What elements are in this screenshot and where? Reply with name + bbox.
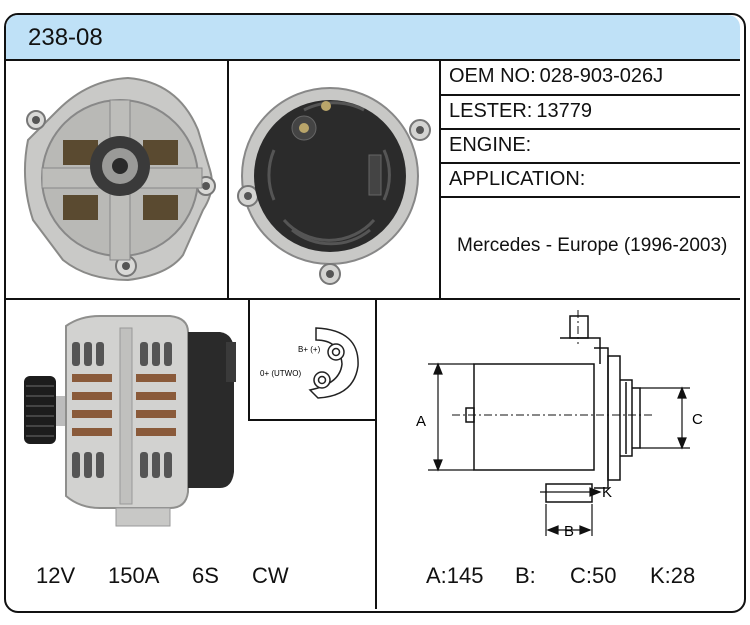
- spec-pulley: 6S: [192, 563, 219, 588]
- dimension-c-value: C:50: [570, 563, 617, 588]
- lester-value: 13779: [536, 100, 592, 122]
- divider-h-mid: [6, 298, 740, 300]
- title-bar: 238-08: [6, 15, 740, 61]
- connector-diagram-box: [248, 298, 375, 421]
- alternator-rear-image: [237, 87, 431, 285]
- dimension-b-label: B: [564, 523, 574, 540]
- dimension-k-value: K:28: [650, 563, 696, 588]
- info-row-line-1: [439, 94, 740, 96]
- terminal-bottom-label: 0+ (UTWO): [260, 369, 301, 378]
- dimension-c-label: C: [692, 411, 703, 428]
- engine-label: ENGINE:: [449, 134, 532, 156]
- engine-row: ENGINE:: [449, 134, 535, 157]
- dimension-b-value: B:: [515, 563, 536, 588]
- info-row-line-2: [439, 128, 740, 130]
- dimension-drawing: A C K B: [416, 310, 703, 540]
- oem-row: OEM NO:028-903-026J: [449, 65, 663, 88]
- oem-value: 028-903-026J: [539, 65, 664, 87]
- application-label: APPLICATION:: [449, 168, 586, 190]
- alternator-front-image: [23, 76, 216, 282]
- connector-diagram: B+ (+) 0+ (UTWO): [260, 327, 359, 399]
- oem-label: OEM NO:: [449, 65, 536, 87]
- lester-row: LESTER:13779: [449, 100, 592, 123]
- part-number-title: 238-08: [28, 24, 103, 51]
- spec-rotation: CW: [252, 563, 289, 588]
- info-row-line-3: [439, 162, 740, 164]
- info-row-line-4: [439, 196, 740, 198]
- dimension-k-label: K: [602, 484, 612, 501]
- divider-v1: [227, 61, 229, 298]
- divider-v2: [439, 61, 441, 298]
- alternator-side-image: [24, 315, 236, 527]
- lester-label: LESTER:: [449, 100, 533, 122]
- terminal-top-label: B+ (+): [298, 345, 321, 354]
- divider-v3: [375, 298, 377, 609]
- spec-amperage: 150A: [108, 563, 160, 588]
- dimension-a-label: A: [416, 413, 426, 430]
- application-row: APPLICATION:: [449, 168, 589, 191]
- dimension-a-value: A:145: [426, 563, 484, 588]
- application-text: Mercedes - Europe (1996-2003): [457, 235, 728, 256]
- spec-voltage: 12V: [36, 563, 76, 588]
